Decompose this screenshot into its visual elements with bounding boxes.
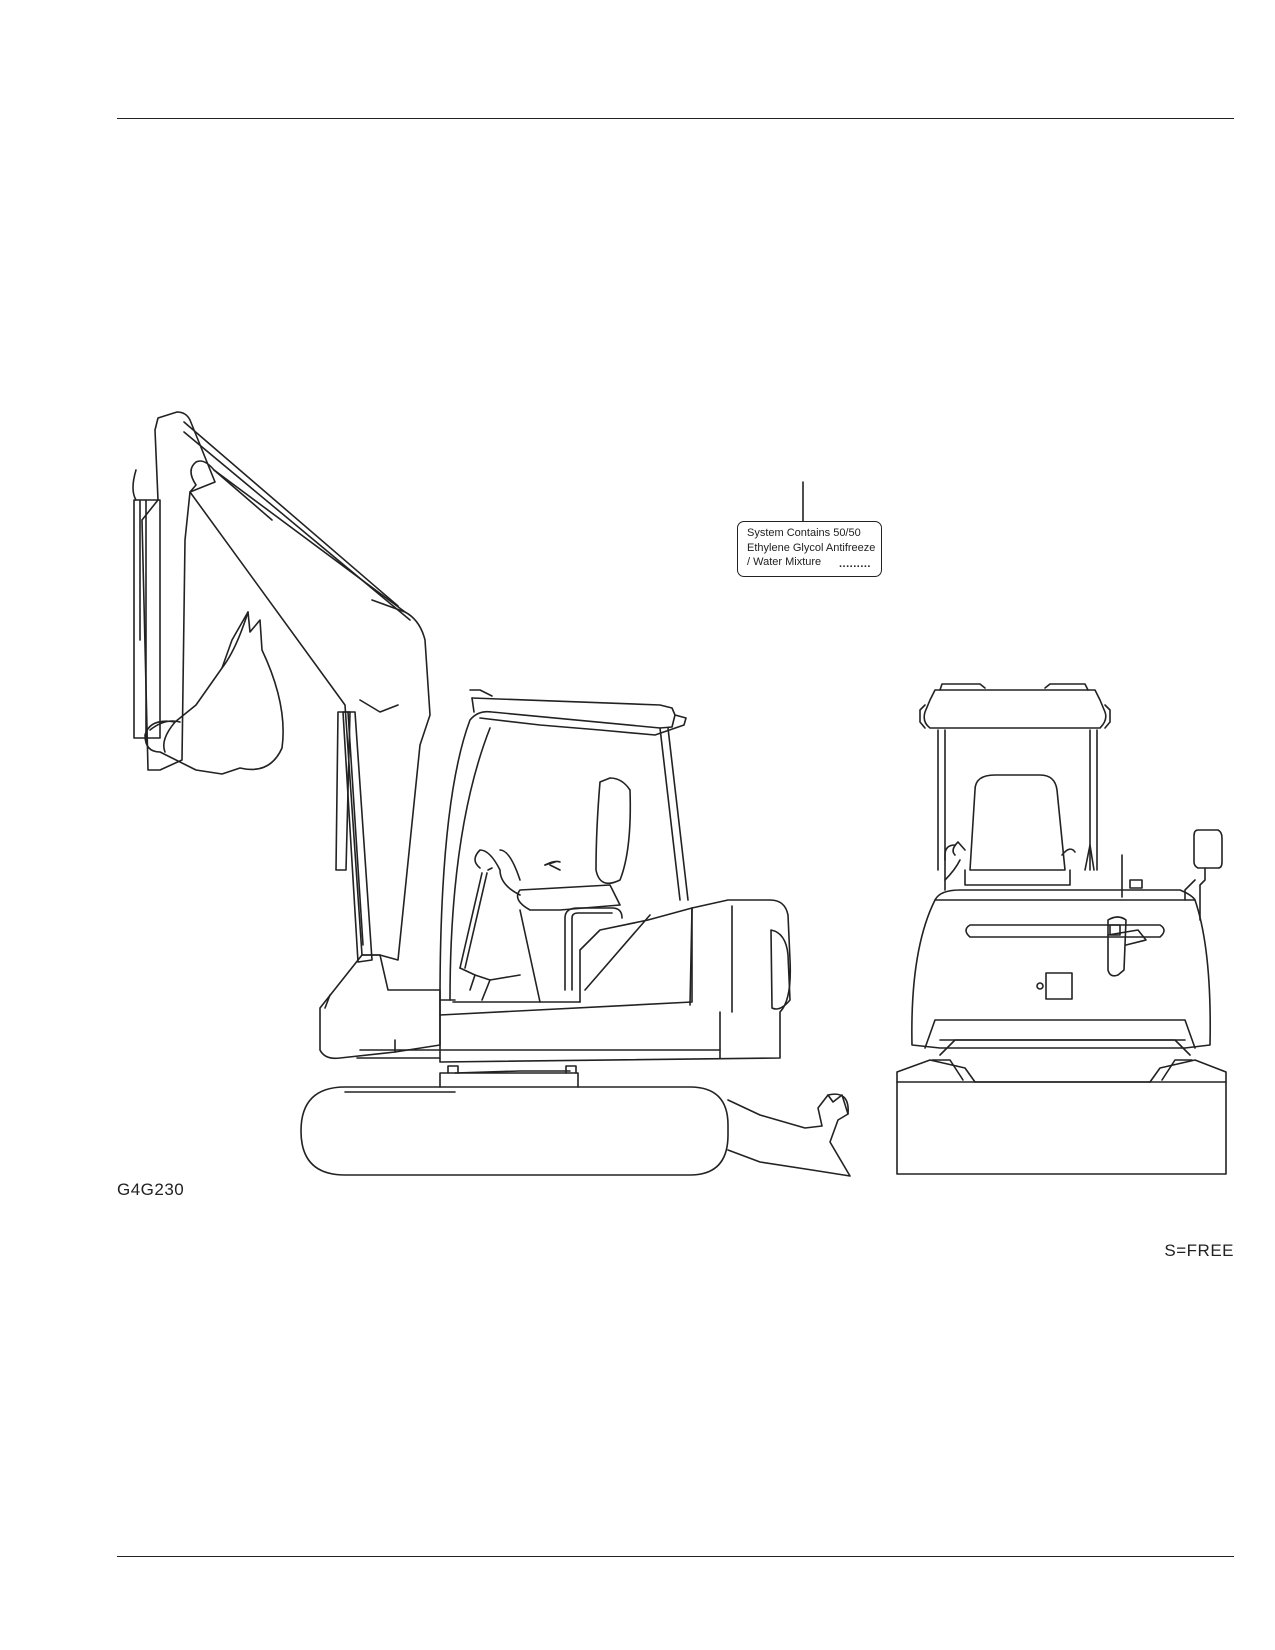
decal-dots: ......... xyxy=(838,557,871,570)
header-rule xyxy=(117,118,1234,119)
scale-note: S=FREE xyxy=(1164,1241,1234,1260)
rear-panel-icon xyxy=(1045,972,1073,1000)
arm-cylinder-icon xyxy=(133,499,161,739)
mirror-icon xyxy=(1193,829,1223,869)
rear-canopy-icon xyxy=(923,689,1107,729)
seat-icon xyxy=(595,777,632,885)
rear-track-icon xyxy=(896,1081,1227,1175)
dozer-blade-icon xyxy=(727,1094,851,1177)
footer-rule xyxy=(117,1556,1234,1557)
arm-icon xyxy=(141,411,216,771)
boom-cylinder-icon xyxy=(342,711,373,963)
excavator-side-view-icon xyxy=(132,411,851,1177)
canopy-icon xyxy=(439,710,687,1001)
bucket-icon xyxy=(144,611,284,775)
excavator-rear-view-icon xyxy=(896,683,1227,1175)
side-track-icon xyxy=(300,1086,729,1176)
decal-line-2: Ethylene Glycol Antifreeze xyxy=(747,541,876,554)
decal-line-3: / Water Mixture xyxy=(747,556,822,568)
fuel-filler-icon xyxy=(1107,916,1127,977)
decal-line-1: System Contains 50/50 xyxy=(747,527,861,539)
swing-bracket-icon xyxy=(319,954,441,1060)
antifreeze-decal: System Contains 50/50 Ethylene Glycol An… xyxy=(737,521,882,577)
counterweight-icon xyxy=(911,899,1211,1049)
upper-housing-icon xyxy=(439,899,792,1063)
figure-code: G4G230 xyxy=(117,1180,185,1199)
rear-seat-icon xyxy=(969,774,1066,871)
